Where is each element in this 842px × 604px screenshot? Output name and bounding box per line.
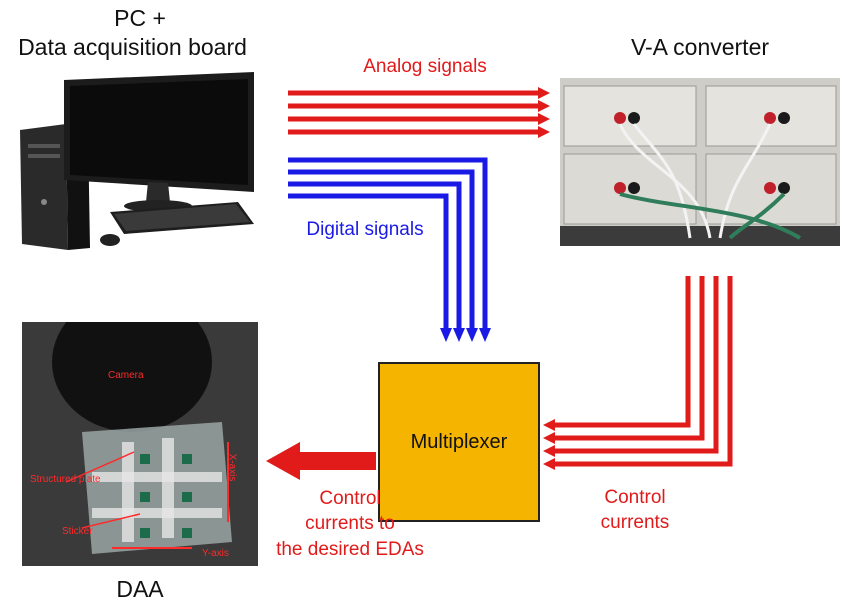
pc-subtitle: Data acquisition board [18, 34, 247, 60]
analog-signal-arrows [288, 87, 550, 138]
control-current-arrows [555, 276, 733, 467]
output-arrow [266, 442, 376, 480]
camera-label: Camera [108, 370, 144, 381]
control-currents-line2: currents [600, 512, 670, 533]
y-axis-label: Y-axis [202, 548, 229, 559]
daa-photo: Camera Structured plate Sticker Y-axis X… [22, 322, 258, 566]
control-currents-line1: Control [604, 487, 666, 508]
converter-graphic [560, 78, 840, 246]
multiplexer-box: Multiplexer [378, 362, 540, 522]
pc-title: PC + [114, 5, 166, 31]
structured-plate-label: Structured plate [30, 474, 101, 485]
analog-signals-label: Analog signals [363, 56, 487, 77]
va-converter-title: V-A converter [630, 34, 770, 60]
control-desired-line1: Control [319, 488, 381, 509]
va-converter-photo [560, 78, 840, 246]
x-axis-label: X-axis [226, 453, 238, 482]
multiplexer-label: Multiplexer [410, 430, 508, 453]
daa-title: DAA [116, 576, 164, 602]
control-arrowheads [543, 419, 555, 470]
control-desired-line2: currents to [305, 513, 395, 534]
control-desired-line3: the desired EDAs [276, 539, 424, 560]
digital-arrowheads [440, 328, 491, 342]
sticker-label: Sticker [62, 526, 93, 537]
digital-signal-arrows [288, 157, 488, 328]
digital-signals-label: Digital signals [306, 219, 424, 240]
daa-graphic [22, 322, 258, 566]
pc-icon [20, 72, 254, 250]
